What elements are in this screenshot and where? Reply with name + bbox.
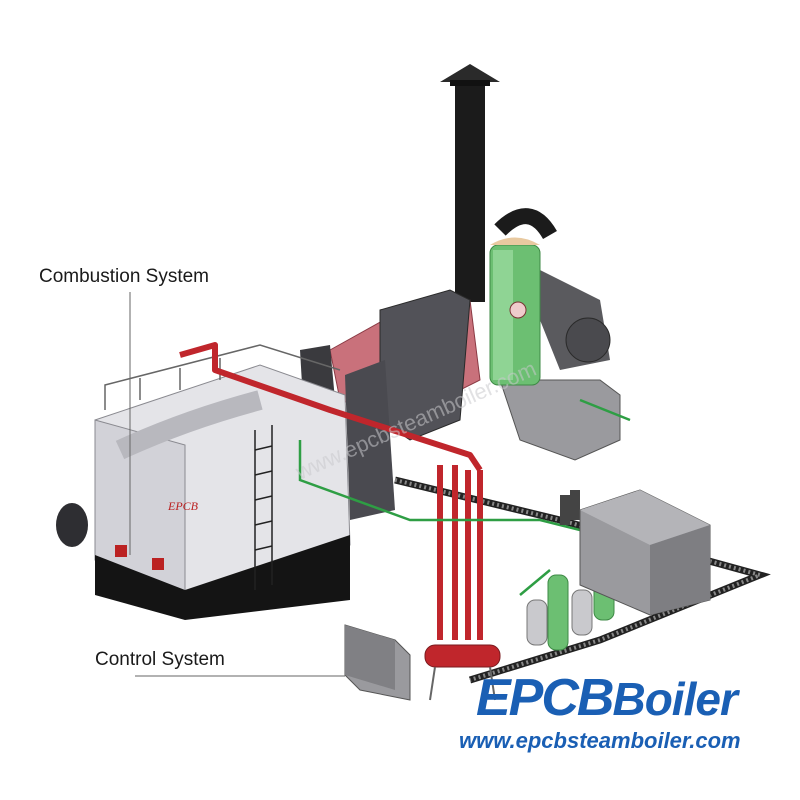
logo-part-a: EPC (476, 669, 579, 727)
access-ladder (254, 425, 273, 590)
brand-logo: EPCBBoiler (476, 669, 738, 727)
website-url: www.epcbsteamboiler.com (459, 728, 741, 753)
callout-leaders (129, 292, 345, 677)
fan-base (499, 379, 621, 461)
dust-collector (489, 208, 557, 386)
logo-word: Boiler (612, 673, 737, 725)
floor-walkway (394, 476, 771, 684)
steam-piping (179, 342, 483, 640)
main-boiler: EPCB (56, 344, 351, 620)
steam-header (424, 644, 501, 701)
control-cabinet (344, 624, 411, 701)
chimney (440, 64, 500, 302)
logo-part-b: B (576, 669, 615, 727)
water-tank (579, 489, 711, 616)
control-system-label: Control System (95, 649, 225, 670)
boiler-badge: EPCB (167, 499, 199, 513)
induced-draft-fan (540, 270, 611, 370)
combustion-system-label: Combustion System (39, 266, 210, 287)
